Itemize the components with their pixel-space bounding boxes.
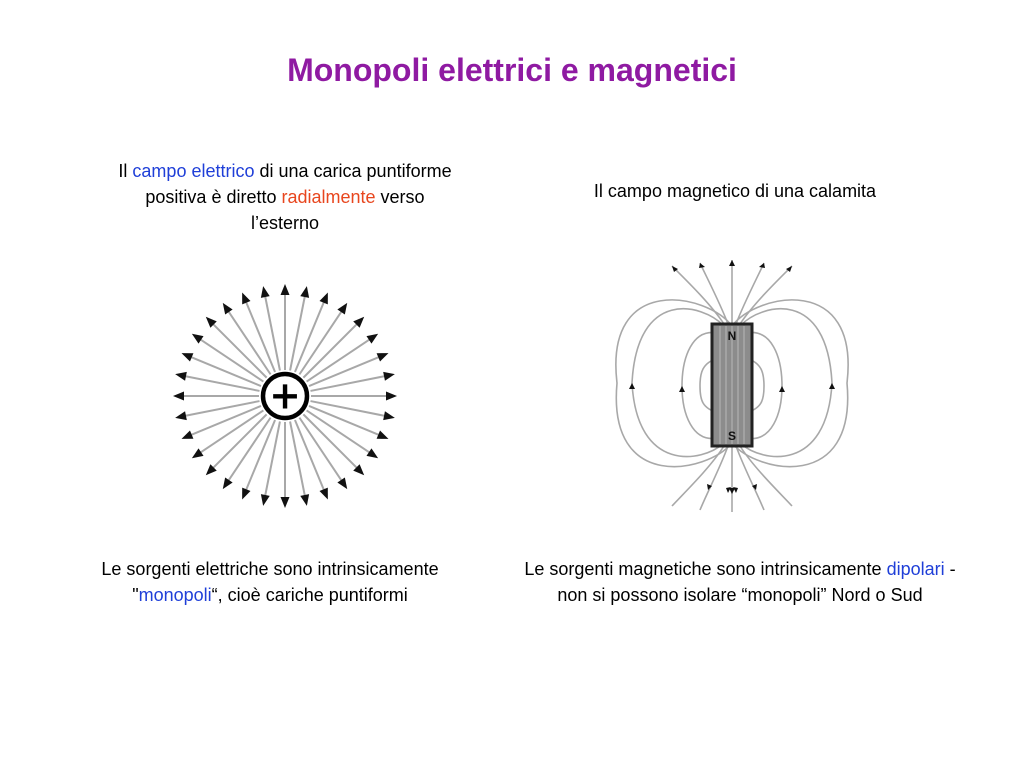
field-arrowhead — [337, 302, 348, 315]
field-arrowhead — [173, 391, 184, 401]
term-campo-elettrico: campo elettrico — [132, 161, 255, 181]
field-line — [302, 321, 360, 379]
field-line — [308, 405, 382, 437]
electric-field-caption: Il campo elettrico di una carica puntifo… — [110, 158, 460, 236]
field-line — [294, 419, 326, 493]
slide-title: Monopoli elettrici e magnetici — [287, 52, 737, 88]
field-arrowhead — [376, 430, 389, 439]
north-pole-label: N — [728, 329, 737, 343]
field-arrowhead — [222, 477, 233, 490]
field-arrowhead — [353, 464, 365, 476]
plus-symbol: + — [269, 374, 301, 418]
field-arrowhead — [222, 302, 233, 315]
field-arrowhead — [376, 353, 389, 362]
field-arrowhead — [300, 494, 310, 506]
field-line — [210, 321, 268, 379]
field-arrowhead — [205, 316, 217, 328]
field-arrowhead — [175, 411, 187, 421]
field-arrowhead — [260, 494, 270, 506]
field-line — [188, 405, 262, 437]
field-line — [306, 409, 373, 455]
magnet-field-caption: Il campo magnetico di una calamita — [593, 181, 877, 201]
caption-text: - non si possono isolare “monopoli” Nord… — [557, 559, 956, 605]
field-arrowhead — [242, 487, 251, 500]
point-charge-diagram: + — [173, 284, 397, 508]
field-line — [182, 400, 260, 418]
field-line — [289, 421, 307, 499]
field-line — [210, 413, 268, 471]
field-arrowhead — [383, 371, 395, 381]
field-line — [308, 355, 382, 387]
field-line — [294, 299, 326, 373]
charge-circle — [260, 371, 310, 421]
electric-sources-caption: Le sorgenti elettriche sono intrinsicame… — [80, 556, 460, 608]
south-pole-label: S — [728, 429, 736, 443]
caption-text: di una carica puntiforme positiva è dire… — [145, 161, 452, 207]
field-line — [298, 308, 344, 375]
caption-text: Le sorgenti elettriche sono intrinsicame… — [101, 559, 439, 605]
field-line — [310, 400, 388, 418]
field-line — [244, 419, 276, 493]
field-line — [263, 421, 281, 499]
field-arrowhead — [366, 448, 379, 459]
field-arrowhead — [181, 353, 194, 362]
field-line — [197, 409, 264, 455]
caption-text: verso l’esterno — [250, 187, 425, 233]
magnet-internal-lines — [719, 326, 745, 444]
field-line — [306, 337, 373, 383]
field-arrowhead — [386, 391, 397, 401]
field-line — [302, 413, 360, 471]
field-line — [263, 293, 281, 371]
magnetic-sources-caption: Le sorgenti magnetiche sono intrinsicame… — [520, 556, 960, 608]
field-arrowhead — [337, 477, 348, 490]
field-arrowhead — [300, 286, 310, 298]
caption-text: Il — [118, 161, 133, 181]
radial-field-lines — [173, 284, 397, 508]
term-monopoli: monopoli — [138, 585, 212, 605]
field-arrowhead — [191, 448, 204, 459]
caption-text: Le sorgenti magnetiche sono intrinsicame… — [524, 559, 887, 579]
field-arrowhead — [191, 333, 204, 344]
field-arrowhead — [260, 286, 270, 298]
field-line — [310, 374, 388, 392]
field-arrowhead — [319, 487, 328, 500]
term-dipolari: dipolari — [886, 559, 945, 579]
field-line — [289, 293, 307, 371]
caption-text: “, cioè cariche puntiformi — [211, 585, 408, 605]
field-line — [244, 299, 276, 373]
field-arrowhead — [319, 292, 328, 305]
field-arrowhead — [383, 411, 395, 421]
field-line — [188, 355, 262, 387]
field-line — [298, 417, 344, 484]
field-arrowhead — [205, 464, 217, 476]
field-line — [226, 417, 272, 484]
field-arrowhead — [242, 292, 251, 305]
field-line — [197, 337, 264, 383]
field-arrowhead — [175, 371, 187, 381]
field-direction-arrows — [629, 260, 835, 494]
field-line — [182, 374, 260, 392]
field-line — [226, 308, 272, 375]
field-arrowhead — [280, 284, 290, 295]
field-arrowhead — [353, 316, 365, 328]
field-arrowhead — [366, 333, 379, 344]
term-radialmente: radialmente — [281, 187, 376, 207]
field-arrowhead — [181, 430, 194, 439]
field-arrowhead — [280, 497, 290, 508]
bar-magnet-diagram: N S — [615, 260, 849, 512]
